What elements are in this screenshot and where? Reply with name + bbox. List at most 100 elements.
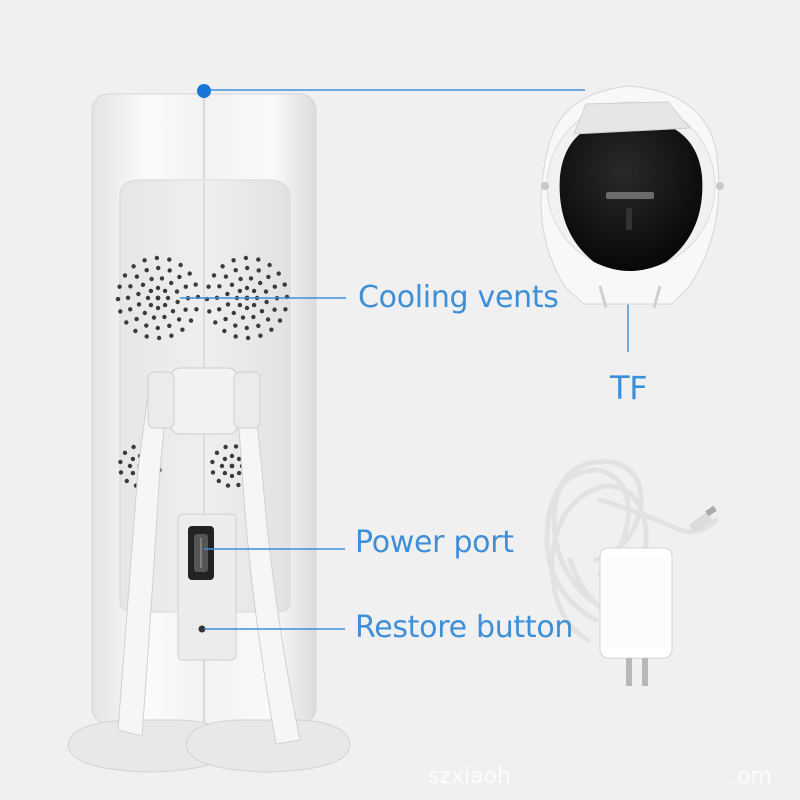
vent-hole <box>220 264 225 269</box>
vent-hole <box>229 282 235 287</box>
vent-hole <box>156 265 161 271</box>
vent-hole <box>233 334 238 339</box>
vent-hole <box>128 307 133 312</box>
vent-hole <box>174 289 180 294</box>
watermark-right: .om <box>730 764 772 789</box>
vent-hole <box>127 463 133 469</box>
vent-hole <box>225 483 231 488</box>
vent-hole <box>144 268 149 273</box>
vent-hole <box>217 284 222 289</box>
vent-hole <box>162 288 168 294</box>
vent-hole <box>149 276 154 282</box>
vent-hole <box>187 271 192 276</box>
vent-hole <box>245 265 250 271</box>
vent-hole <box>154 255 160 261</box>
callout-dot <box>197 84 211 98</box>
vent-hole <box>140 282 146 287</box>
vent-hole <box>216 478 221 484</box>
vent-hole <box>244 285 250 291</box>
vent-hole <box>175 299 180 305</box>
stand-bracket <box>67 367 351 773</box>
vent-hole <box>213 320 218 325</box>
vent-hole <box>217 307 222 312</box>
label-power-port: Power port <box>355 525 514 560</box>
tf-slot-closeup <box>540 85 724 309</box>
label-tf: TF <box>610 369 648 407</box>
vent-hole <box>167 268 172 273</box>
vent-hole <box>170 309 176 314</box>
vent-hole <box>277 318 283 323</box>
vent-hole <box>223 316 228 322</box>
vent-hole <box>210 459 215 465</box>
vent-hole <box>245 335 251 341</box>
vent-hole <box>244 305 250 311</box>
vent-hole <box>236 456 242 462</box>
vent-hole <box>272 284 277 289</box>
power-port <box>177 513 237 661</box>
vent-hole <box>162 314 167 320</box>
vent-hole <box>258 280 263 286</box>
vent-hole <box>155 285 161 291</box>
vent-hole <box>256 257 261 262</box>
vent-hole <box>266 274 271 280</box>
restore-button-hole <box>198 625 206 633</box>
vent-hole <box>222 456 228 462</box>
vent-hole <box>155 325 160 331</box>
vent-hole <box>210 470 216 475</box>
vent-hole <box>243 255 249 261</box>
vent-hole <box>183 307 188 312</box>
vent-hole <box>178 262 183 268</box>
vent-hole <box>124 478 129 484</box>
vent-hole <box>118 309 123 314</box>
vent-hole <box>130 456 136 462</box>
vent-hole <box>207 309 212 314</box>
vent-hole <box>211 273 217 278</box>
vent-hole <box>214 450 220 455</box>
vent-hole <box>265 317 271 322</box>
vent-hole <box>188 318 194 323</box>
vent-hole <box>263 289 269 294</box>
vent-hole <box>176 317 182 322</box>
vent-hole <box>167 257 172 262</box>
vent-hole <box>256 323 261 328</box>
vent-hole <box>264 299 269 305</box>
vent-hole <box>256 268 261 273</box>
vent-hole <box>272 307 277 312</box>
label-restore-button: Restore button <box>355 610 574 645</box>
vent-hole <box>238 276 243 282</box>
vent-hole <box>180 327 185 332</box>
vent-hole <box>240 315 246 320</box>
vent-hole <box>122 450 128 455</box>
vent-hole <box>151 315 157 320</box>
vent-hole <box>193 282 198 287</box>
charger-plug <box>599 505 717 686</box>
vent-hole <box>229 473 235 479</box>
vent-hole <box>167 323 172 328</box>
vent-hole <box>148 302 154 308</box>
vent-hole <box>134 274 140 279</box>
vent-hole <box>142 310 147 316</box>
vent-hole <box>131 444 136 450</box>
vent-hole <box>233 268 238 273</box>
vent-hole <box>267 262 272 268</box>
vent-hole <box>258 333 263 338</box>
vent-hole <box>259 309 265 314</box>
vent-hole <box>237 288 243 294</box>
vent-hole <box>169 333 174 338</box>
vent-hole <box>156 335 162 341</box>
vent-hole <box>248 276 254 281</box>
vent-hole <box>222 470 228 476</box>
vent-hole <box>237 302 243 308</box>
vent-hole <box>144 334 149 339</box>
vent-hole <box>225 302 231 307</box>
vent-hole <box>148 288 154 294</box>
vent-hole <box>233 323 238 328</box>
vent-hole <box>165 295 171 301</box>
vent-hole <box>244 325 249 331</box>
vent-hole <box>177 274 182 280</box>
vent-hole <box>159 276 165 281</box>
vent-hole <box>134 316 139 322</box>
vent-hole <box>128 284 133 289</box>
vent-hole <box>145 295 151 301</box>
vent-hole <box>125 295 131 300</box>
